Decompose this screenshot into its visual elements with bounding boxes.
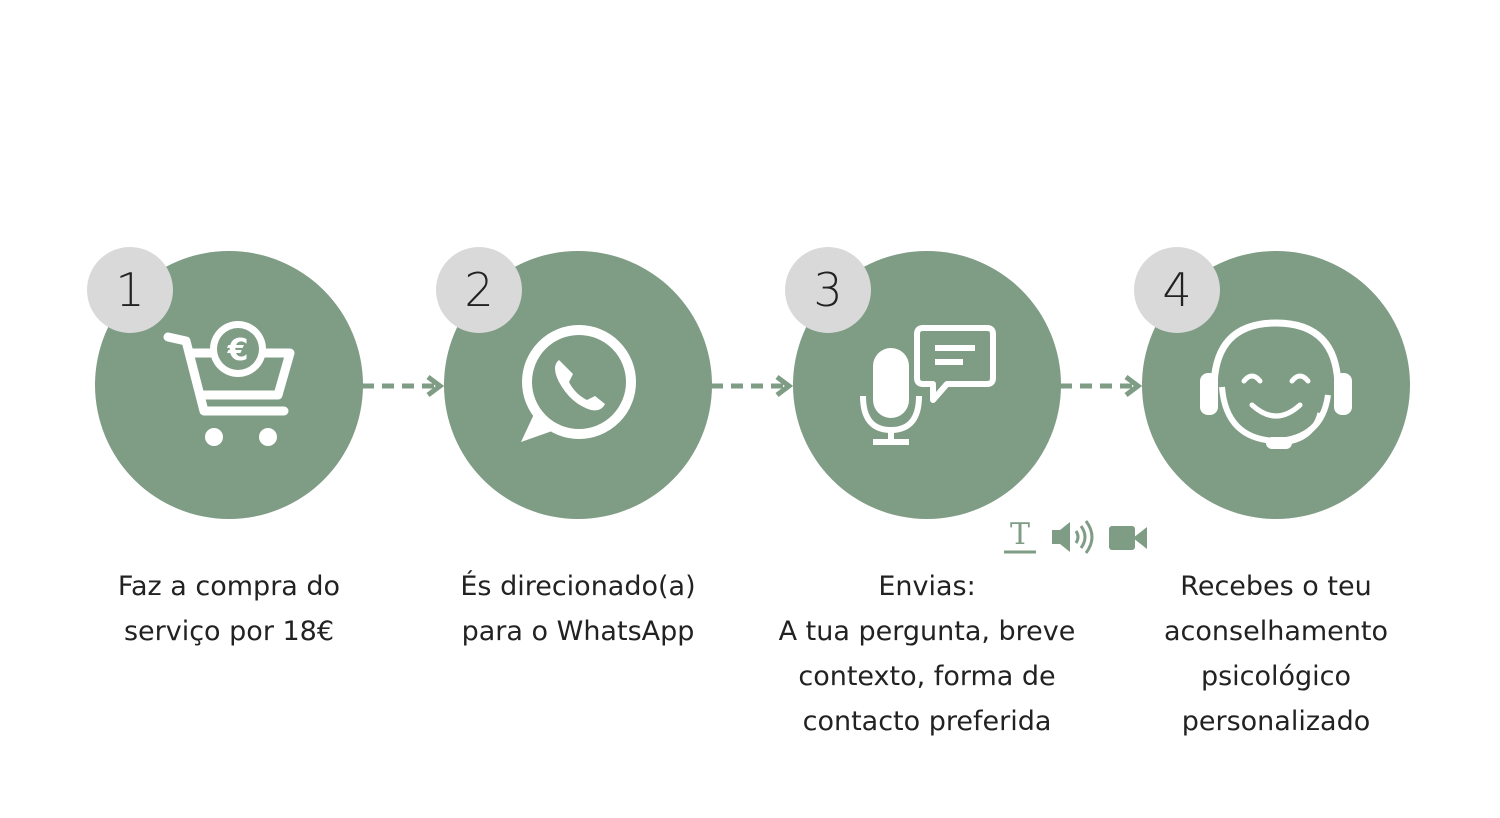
text-icon: T xyxy=(1004,518,1036,554)
step-2-badge: 2 xyxy=(436,247,522,333)
step-2-caption: És direcionado(a) para o WhatsApp xyxy=(398,564,758,654)
cart-euro-icon: € xyxy=(163,321,295,446)
caption-line: serviço por 18€ xyxy=(123,616,335,647)
caption-line: contexto, forma de xyxy=(798,661,1056,692)
caption-line: A tua pergunta, breve xyxy=(778,616,1076,647)
headset-smile-icon xyxy=(1200,319,1352,449)
step-3-badge: 3 xyxy=(785,247,871,333)
svg-text:€: € xyxy=(227,333,249,368)
caption-line: psicológico xyxy=(1200,661,1352,692)
caption-line: Recebes o teu xyxy=(1180,571,1372,602)
step-3-caption: Envias: A tua pergunta, breve contexto, … xyxy=(747,564,1107,744)
caption-line: aconselhamento xyxy=(1164,616,1388,647)
caption-line: personalizado xyxy=(1181,706,1371,737)
caption-line: És direcionado(a) xyxy=(460,571,696,602)
svg-text:T: T xyxy=(1010,518,1030,552)
arrow-1-icon xyxy=(362,375,445,397)
arrow-3-icon xyxy=(1060,375,1143,397)
step-4-badge: 4 xyxy=(1134,247,1220,333)
video-icon xyxy=(1109,526,1147,550)
whatsapp-icon xyxy=(521,325,636,442)
caption-line: Envias: xyxy=(878,571,976,602)
step-1-caption: Faz a compra do serviço por 18€ xyxy=(49,564,409,654)
microphone-chat-icon xyxy=(860,325,996,445)
caption-line: Faz a compra do xyxy=(117,571,341,602)
caption-line: para o WhatsApp xyxy=(461,616,695,647)
caption-line: contacto preferida xyxy=(802,706,1052,737)
step-1-badge: 1 xyxy=(87,247,173,333)
audio-icon xyxy=(1052,520,1094,554)
step-4-caption: Recebes o teu aconselhamento psicológico… xyxy=(1096,564,1456,744)
arrow-2-icon xyxy=(711,375,794,397)
